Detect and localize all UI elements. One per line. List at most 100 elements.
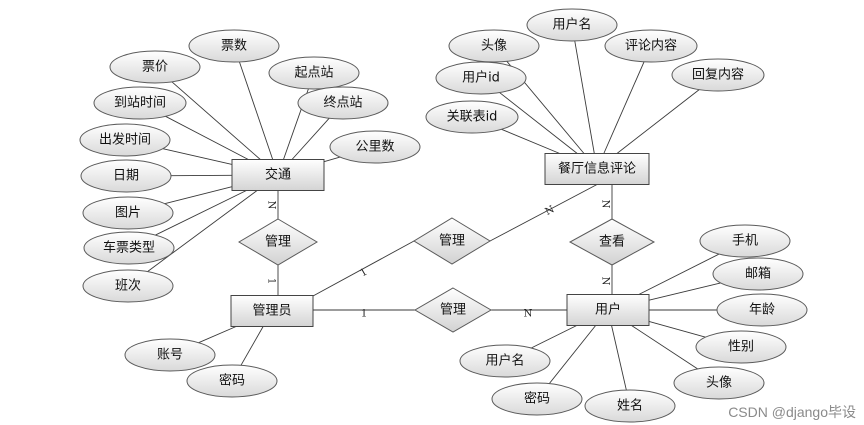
attribute-link-t_count [238,61,274,160]
relationship-label-rel_admin_user: 管理 [440,303,466,318]
attribute-label-a_password: 密码 [219,373,245,389]
attribute-label-t_arrival: 到站时间 [114,96,166,111]
attribute-link-t_arrival [165,115,249,160]
attribute-link-r_username [574,40,595,154]
attribute-t_date [80,159,172,193]
attribute-link-r_content [603,61,645,154]
attribute-label-r_content: 评论内容 [625,38,677,54]
relationship-rel_admin_review [413,217,491,265]
attribute-label-t_fare: 票价 [142,60,168,75]
attribute-link-u_email [648,282,721,301]
attribute-label-t_distance: 公里数 [355,140,394,155]
entity-review [544,153,650,185]
attribute-label-t_terminal: 终点站 [323,95,362,111]
cardinality-rel_admin_review-from_card: 1 [358,267,369,280]
diagram-shapes [79,8,808,423]
attribute-label-t_image: 图片 [115,206,141,221]
cardinality-rel_admin_transport-from_card: N [266,201,277,210]
attribute-link-t_image [164,186,233,205]
attribute-link-u_username [531,325,577,349]
attribute-a_password [186,364,278,398]
relationship-rel_user_review [568,218,656,266]
attribute-label-t_date: 日期 [113,169,139,184]
attribute-link-t_departure [162,148,233,165]
cardinality-rel_admin_review-to_card: N [544,204,557,218]
attribute-label-u_gender: 性别 [728,340,754,355]
attribute-r_username [526,8,618,42]
attribute-link-u_password [548,325,596,384]
attribute-u_password [491,382,583,416]
attribute-t_distance [329,130,421,164]
attribute-label-u_email: 邮箱 [745,266,771,282]
attribute-label-t_count: 票数 [221,39,247,54]
attribute-link-t_ticket_type [155,190,247,236]
attribute-link-u_name [611,325,627,391]
attribute-link-u_gender [648,320,706,338]
attribute-r_content [604,29,698,63]
cardinality-rel_admin_user-to_card: N [524,309,533,320]
attribute-label-u_username: 用户名 [485,353,524,369]
entity-label-transport: 交通 [265,167,291,183]
attribute-link-r_relid [501,128,560,154]
entity-admin [230,295,314,327]
relationship-label-rel_user_review: 查看 [599,234,625,250]
attribute-label-u_age: 年龄 [749,303,775,318]
attribute-t_image [82,196,174,230]
attribute-label-t_shift: 班次 [115,278,141,294]
attribute-t_origin [268,56,360,90]
attribute-label-a_account: 账号 [157,348,183,363]
relationship-label-rel_admin_transport: 管理 [265,235,291,250]
attribute-u_avatar [673,366,765,400]
attribute-u_age [716,293,808,327]
attribute-label-t_origin: 起点站 [294,66,333,81]
entity-label-user: 用户 [595,302,621,318]
attribute-link-t_shift [147,190,258,272]
attribute-link-r_reply [616,89,700,154]
attribute-r_avatar [448,29,540,63]
attribute-r_userid [435,61,527,95]
attribute-r_relid [425,100,519,134]
attribute-link-u_phone [638,253,720,295]
relationship-link-rel_admin_review-0 [312,240,415,297]
attribute-link-r_userid [499,92,578,154]
attribute-label-u_avatar: 头像 [706,376,732,391]
relationship-link-rel_admin_review-1 [489,184,598,242]
cardinality-rel_admin_transport-to_card: 1 [266,278,277,284]
attribute-t_terminal [297,86,389,120]
attribute-u_username [459,344,551,378]
attribute-t_count [188,29,280,63]
entity-user [566,294,650,326]
watermark: CSDN @django毕设 [728,404,856,420]
relationship-rel_admin_user [414,287,492,333]
attribute-label-r_userid: 用户id [462,70,500,86]
connector-lines [147,40,721,391]
attribute-r_reply [671,58,765,92]
attribute-t_ticket_type [83,231,175,265]
entity-label-admin: 管理员 [252,304,291,319]
entity-label-review: 餐厅信息评论 [558,161,636,177]
attribute-u_name [584,389,676,423]
attribute-label-r_avatar: 头像 [481,39,507,54]
attribute-label-r_reply: 回复内容 [692,67,744,83]
attribute-t_arrival [93,86,187,120]
attribute-a_account [124,338,216,372]
attribute-label-t_ticket_type: 车票类型 [103,240,155,256]
attribute-u_email [712,257,804,291]
attribute-link-t_terminal [291,117,330,160]
attribute-link-u_avatar [631,325,698,370]
attribute-u_phone [699,224,791,258]
cardinality-rel_user_review-from_card: N [600,200,611,209]
cardinality-rel_admin_user-from_card: 1 [361,309,367,320]
attribute-label-u_password: 密码 [524,391,550,407]
attribute-label-t_departure: 出发时间 [99,132,151,148]
attribute-t_departure [79,123,171,157]
attribute-t_fare [109,50,201,84]
attribute-u_gender [695,330,787,364]
attribute-link-t_distance [323,156,341,163]
attribute-t_shift [82,269,174,303]
relationship-label-rel_admin_review: 管理 [439,234,465,249]
attribute-label-u_phone: 手机 [732,234,758,249]
attribute-link-t_fare [171,81,261,160]
